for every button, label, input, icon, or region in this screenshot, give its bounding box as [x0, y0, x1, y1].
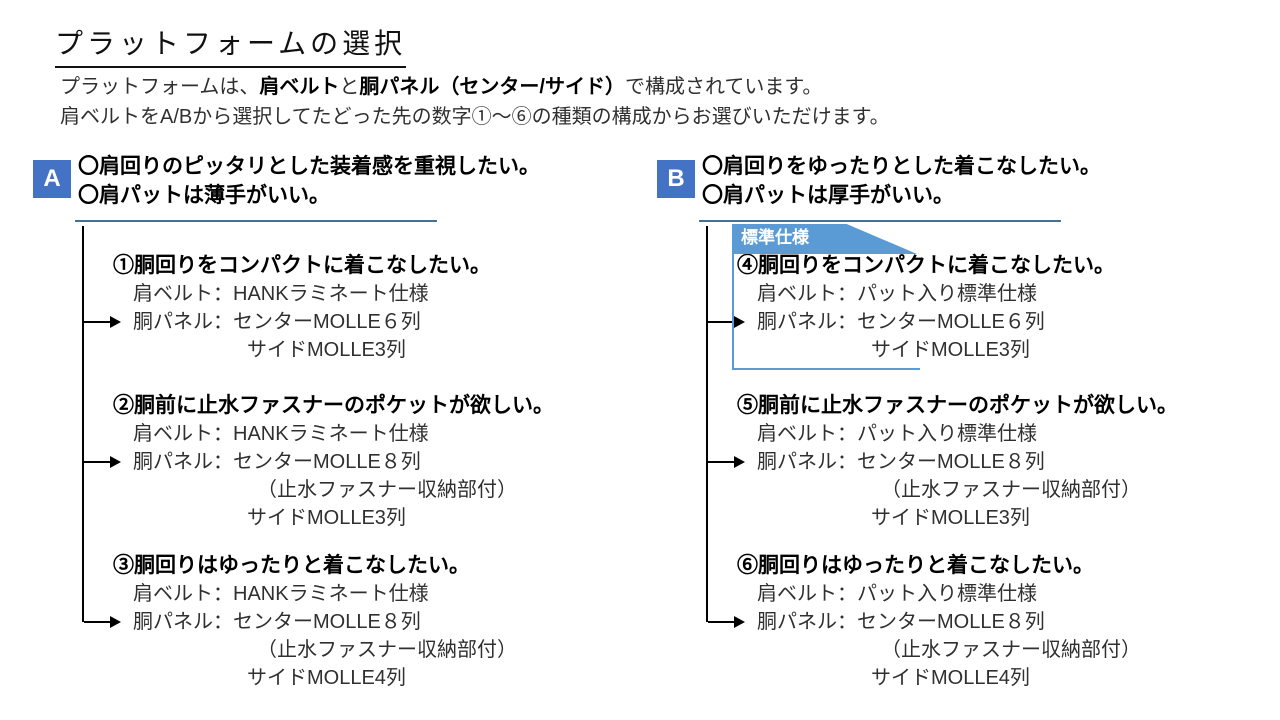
- branch-b-underline: [699, 220, 1061, 222]
- branch-arrow-6: [708, 616, 745, 628]
- option-5: ⑤胴前に止水ファスナーのポケットが欲しい。 肩ベルト：パット入り標準仕様 胴パネ…: [737, 392, 1262, 532]
- branch-a-underline: [75, 220, 437, 222]
- intro-line-2: 肩ベルトをA/Bから選択してたどった先の数字①～⑥の種類の構成からお選びいただけ…: [60, 106, 890, 128]
- option-6-title: ⑥胴回りはゆったりと着こなしたい。: [737, 554, 1094, 577]
- intro-text: プラットフォームは、肩ベルトと胴パネル（センター/サイド）で構成されています。 …: [60, 72, 890, 132]
- option-3: ③胴回りはゆったりと着こなしたい。 肩ベルト：HANKラミネート仕様 胴パネル：…: [113, 552, 638, 692]
- branch-arrow-1: [84, 316, 121, 328]
- branch-arrow-3: [84, 616, 121, 628]
- option-1: ①胴回りをコンパクトに着こなしたい。 肩ベルト：HANKラミネート仕様 胴パネル…: [113, 252, 638, 364]
- branch-b-badge: B: [657, 160, 695, 198]
- branch-a-criteria: 〇肩回りのピッタリとした装着感を重視したい。 〇肩パットは薄手がいい。: [78, 155, 540, 207]
- option-4-title: ④胴回りをコンパクトに着こなしたい。: [737, 254, 1115, 277]
- option-1-title: ①胴回りをコンパクトに着こなしたい。: [113, 254, 491, 277]
- option-4: ④胴回りをコンパクトに着こなしたい。 肩ベルト：パット入り標準仕様 胴パネル：セ…: [737, 252, 1262, 364]
- intro-line-1: プラットフォームは、肩ベルトと胴パネル（センター/サイド）で構成されています。: [60, 76, 823, 98]
- branch-a-badge: A: [33, 160, 71, 198]
- option-6: ⑥胴回りはゆったりと着こなしたい。 肩ベルト：パット入り標準仕様 胴パネル：セン…: [737, 552, 1262, 692]
- branch-arrow-5: [708, 456, 745, 468]
- branch-arrow-4: [708, 316, 745, 328]
- branch-b-criteria: 〇肩回りをゆったりとした着こなしたい。 〇肩パットは厚手がいい。: [702, 155, 1101, 207]
- option-5-title: ⑤胴前に止水ファスナーのポケットが欲しい。: [737, 394, 1178, 417]
- branch-b: B 〇肩回りをゆったりとした着こなしたい。 〇肩パットは厚手がいい。 標準仕様 …: [624, 0, 1264, 720]
- page-title: プラットフォームの選択: [55, 22, 407, 68]
- standard-spec-box: [732, 225, 920, 370]
- branch-b-tree-trunk: [706, 226, 708, 622]
- option-2-title: ②胴前に止水ファスナーのポケットが欲しい。: [113, 394, 554, 417]
- branch-a-tree-trunk: [82, 226, 84, 622]
- option-2: ②胴前に止水ファスナーのポケットが欲しい。 肩ベルト：HANKラミネート仕様 胴…: [113, 392, 638, 532]
- branch-arrow-2: [84, 456, 121, 468]
- branch-a: A 〇肩回りのピッタリとした装着感を重視したい。 〇肩パットは薄手がいい。 ①胴…: [33, 155, 638, 692]
- option-3-title: ③胴回りはゆったりと着こなしたい。: [113, 554, 470, 577]
